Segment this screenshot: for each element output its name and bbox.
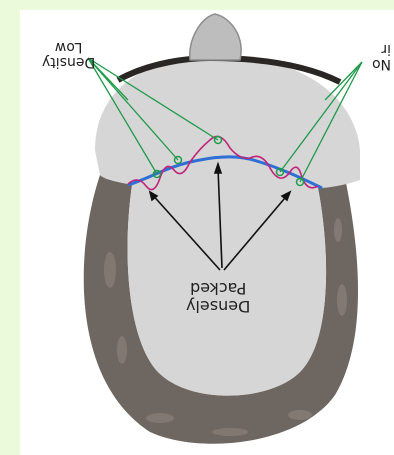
densely-packed-label-line2: Packed [186,280,250,298]
densely-packed-label-line1: Densely [186,298,250,316]
no-hair-label-line2: ir [372,40,391,55]
no-hair-label-line1: No [372,55,391,70]
hair-tuft [190,14,241,60]
no-hair-label: No ir [372,40,391,71]
low-density-label-line1: Density [42,53,95,68]
low-density-label-line2: Low [42,38,95,53]
low-density-label: Density Low [42,38,95,69]
densely-packed-label: Densely Packed [186,280,250,315]
